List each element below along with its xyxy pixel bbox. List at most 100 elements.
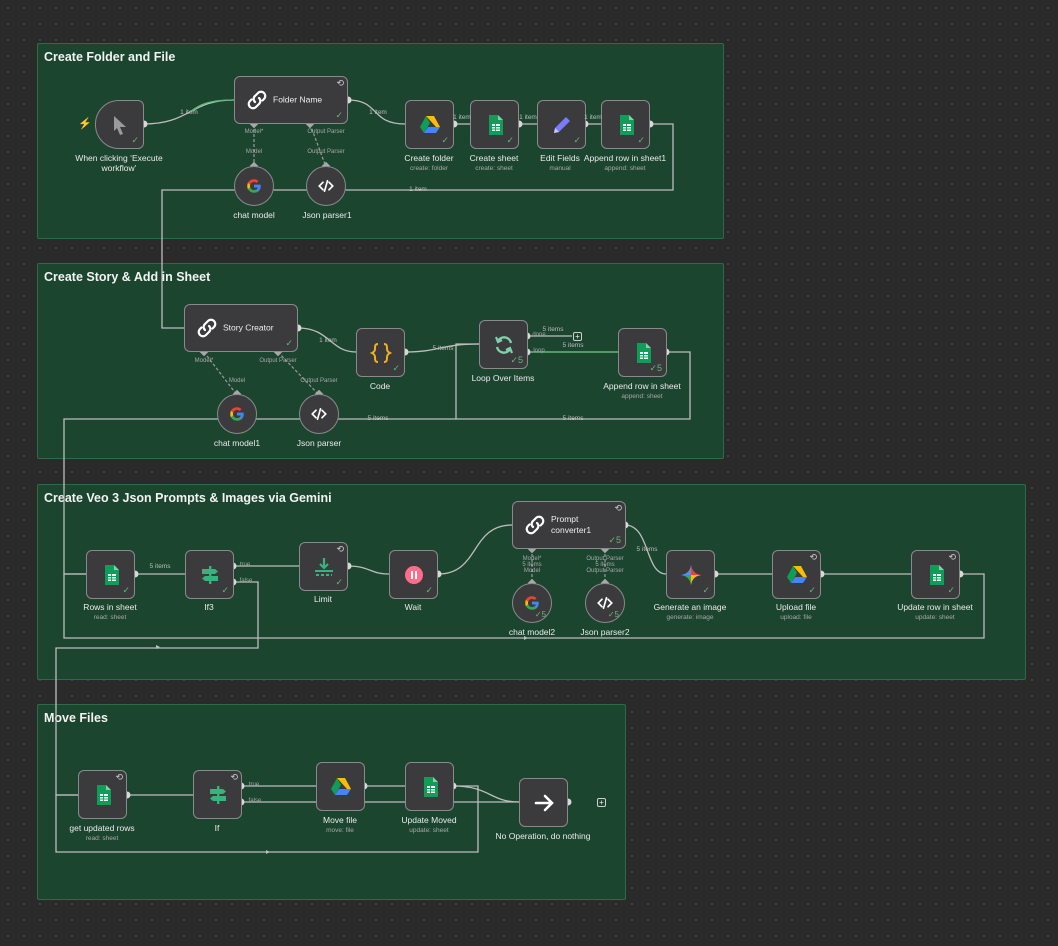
node-upload-file[interactable]: ⟲ ✓	[772, 550, 821, 599]
node-label: No Operation, do nothing	[495, 831, 591, 841]
node-label: Limit	[314, 594, 332, 604]
port-label: Model*	[244, 129, 264, 135]
port-label: Model	[228, 378, 246, 384]
success-check-icon: ✓	[335, 110, 343, 120]
wire-folder-createfolder	[347, 99, 406, 125]
node-append-row-sheet1[interactable]: ✓	[601, 100, 650, 149]
wire-story-code	[297, 327, 357, 353]
google-drive-icon	[330, 777, 351, 795]
node-wait[interactable]: ✓	[389, 550, 438, 599]
node-sublabel: read: sheet	[85, 835, 119, 842]
node-append-row-sheet[interactable]: ✓5	[618, 328, 667, 377]
success-check-icon: ✓	[506, 135, 514, 145]
node-label: Edit Fields	[540, 153, 580, 163]
subnode-json-parser2[interactable]: ✓5	[585, 583, 625, 623]
signpost-icon	[201, 565, 218, 584]
node-sublabel: generate: image	[666, 614, 714, 621]
node-if[interactable]: ⟲	[193, 770, 242, 819]
node-inner-label: Story Creator	[223, 322, 274, 333]
google-sheets-icon	[96, 784, 111, 805]
node-sublabel: read: sheet	[93, 614, 127, 621]
node-label: Json parser1	[302, 210, 352, 220]
port-label: Output Parser	[307, 129, 345, 135]
node-generate-image[interactable]: ✓	[666, 550, 715, 599]
group-create-story[interactable]: Create Story & Add in Sheet	[37, 263, 724, 459]
refresh-icon: ⟲	[614, 503, 622, 513]
node-sublabel: create: sheet	[475, 165, 513, 172]
refresh-icon: ⟲	[336, 78, 344, 88]
node-update-moved[interactable]	[405, 762, 454, 811]
edge-label: 1 item	[180, 109, 198, 116]
google-g-icon	[230, 407, 244, 421]
node-manual-trigger[interactable]: ✓	[95, 100, 144, 149]
node-update-row-sheet[interactable]: ⟲ ✓	[911, 550, 960, 599]
node-prompt-converter1[interactable]: Prompt converter1 ⟲ ✓5	[512, 501, 626, 549]
add-node-button[interactable]: +	[573, 332, 582, 341]
subnode-json-parser1[interactable]	[306, 166, 346, 206]
node-edit-fields[interactable]: ✓	[537, 100, 586, 149]
success-check-icon: ✓5	[534, 610, 546, 619]
subnode-chat-model1[interactable]	[217, 394, 257, 434]
group-title: Move Files	[44, 711, 108, 725]
success-check-icon: ✓	[392, 363, 400, 373]
wire-append-loop-back	[455, 343, 691, 420]
node-label: Json parser2	[580, 627, 630, 637]
success-check-icon: ✓5	[608, 535, 621, 545]
node-limit[interactable]: ⟲ ✓	[299, 542, 348, 591]
success-check-icon: ✓	[637, 135, 645, 145]
refresh-icon: ⟲	[336, 544, 344, 554]
arrow-right-icon	[534, 794, 554, 811]
node-sublabel: update: sheet	[915, 614, 955, 621]
success-check-icon: ✓	[122, 585, 130, 595]
edge-label: 1 item	[584, 114, 602, 121]
subnode-chat-model[interactable]	[234, 166, 274, 206]
google-drive-icon	[419, 115, 440, 133]
node-label: If3	[204, 602, 214, 612]
edge-label: 1 item	[453, 114, 471, 121]
port-label: Output Parser	[586, 556, 624, 562]
node-code[interactable]: ✓	[356, 328, 405, 377]
node-label: Json parser	[296, 438, 342, 448]
node-move-file[interactable]	[316, 762, 365, 811]
port-label: loop	[533, 348, 545, 354]
wire-append1-story	[161, 123, 674, 329]
success-check-icon: ✓	[573, 135, 581, 145]
google-sheets-icon	[423, 776, 438, 797]
port-label: Model*	[522, 556, 542, 562]
edge-label: 5 items	[562, 342, 584, 349]
subnode-json-parser[interactable]	[299, 394, 339, 434]
node-label: Append row in sheet	[603, 381, 681, 391]
node-no-operation[interactable]	[519, 778, 568, 827]
node-loop-over-items[interactable]: ✓5	[479, 320, 528, 369]
edge-label: 5 items	[149, 563, 171, 570]
group-title: Create Veo 3 Json Prompts & Images via G…	[44, 491, 332, 505]
refresh-icon: ⟲	[115, 772, 123, 782]
node-create-folder[interactable]: ✓	[405, 100, 454, 149]
node-story-creator[interactable]: Story Creator ✓	[184, 304, 298, 352]
google-sheets-icon	[104, 564, 119, 585]
port-label: 5 items	[595, 562, 615, 568]
google-sheets-icon	[488, 114, 503, 135]
code-brackets-icon	[311, 407, 327, 421]
node-folder-name[interactable]: Folder Name ⟲ ✓	[234, 76, 348, 124]
node-label: get updated rows	[69, 823, 135, 833]
google-sheets-icon	[929, 564, 944, 585]
refresh-icon: ⟲	[809, 552, 817, 562]
refresh-icon: ⟲	[230, 772, 238, 782]
node-sublabel: append: sheet	[621, 393, 663, 400]
node-create-sheet[interactable]: ✓	[470, 100, 519, 149]
node-label: Move file	[322, 815, 358, 825]
success-check-icon: ✓	[702, 585, 710, 595]
node-sublabel: move: file	[326, 827, 354, 834]
add-node-button[interactable]: +	[597, 798, 606, 807]
group-title: Create Story & Add in Sheet	[44, 270, 211, 284]
pause-icon	[404, 565, 423, 584]
node-sublabel: append: sheet	[604, 165, 646, 172]
node-rows-in-sheet[interactable]: ✓	[86, 550, 135, 599]
node-label: Loop Over Items	[471, 373, 535, 383]
node-get-updated-rows[interactable]: ⟲	[78, 770, 127, 819]
subnode-chat-model2[interactable]: ✓5	[512, 583, 552, 623]
edge-label: 1 item	[519, 114, 537, 121]
node-if3[interactable]: ✓	[185, 550, 234, 599]
node-sublabel: create: folder	[410, 165, 448, 172]
